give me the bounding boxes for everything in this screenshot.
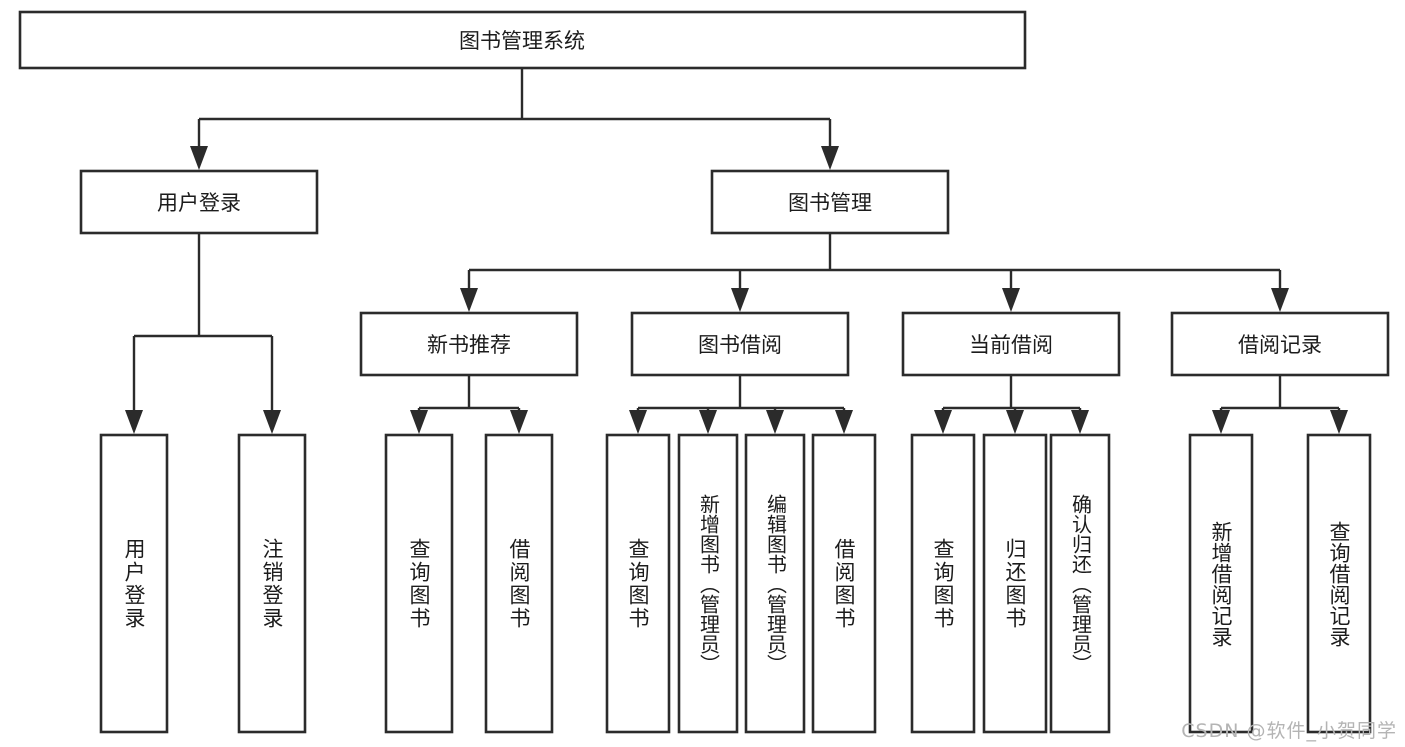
node-leaf-confirm-return-label: 确认归还（管理员） [1068,493,1093,674]
node-leaf-confirm-return[interactable]: 确认归还（管理员） [1051,435,1109,732]
node-leaf-borrow-book-2-rect[interactable] [811,433,877,734]
node-book-borrow[interactable]: 图书借阅 [630,311,850,377]
node-book-borrow-label: 图书借阅 [698,333,782,357]
node-leaf-add-book-rect[interactable] [677,433,739,734]
node-leaf-query-record[interactable]: 查询借阅记录 [1308,435,1370,732]
node-leaf-query-book-2[interactable]: 查询图书 [607,435,669,732]
node-user-login-rect[interactable] [79,169,319,235]
arrow-head-to-leaf-query-book-1 [410,410,428,434]
csdn-watermark: CSDN @软件_小贺同学 [1181,720,1397,742]
node-leaf-borrow-book-2[interactable]: 借阅图书 [813,435,875,732]
node-leaf-query-book-3-rect[interactable] [910,433,976,734]
node-leaf-add-record-rect[interactable] [1188,433,1254,734]
node-leaf-add-record[interactable]: 新增借阅记录 [1190,435,1252,732]
arrow-head-to-leaf-user-login [125,410,143,434]
node-borrow-record-rect[interactable] [1170,311,1390,377]
arrow-head-to-leaf-logout [263,410,281,434]
node-leaf-user-login[interactable]: 用户登录 [101,435,167,732]
node-leaf-user-login-rect[interactable] [99,433,169,734]
node-root-rect[interactable] [18,10,1027,70]
node-leaf-query-record-label: 查询借阅记录 [1327,520,1352,647]
node-current-borrow-label: 当前借阅 [969,333,1053,357]
node-borrow-record-label: 借阅记录 [1238,333,1322,357]
arrow-head-to-leaf-edit-book [766,410,784,434]
node-leaf-user-login-label: 用户登录 [122,537,147,630]
arrow-head-to-leaf-borrow-book-2 [835,410,853,434]
connector-group-book-borrow-children [629,375,853,434]
arrow-head-to-leaf-return-book [1006,410,1024,434]
arrow-head-to-leaf-confirm-return [1071,410,1089,434]
node-leaf-edit-book[interactable]: 编辑图书（管理员） [746,435,804,732]
arrow-head-to-leaf-borrow-book-1 [510,410,528,434]
connector-group-borrow-record-children [1212,375,1348,434]
node-leaf-query-book-3[interactable]: 查询图书 [912,435,974,732]
connector-group-book-management-children [460,233,1289,312]
node-leaf-query-book-2-label: 查询图书 [626,537,651,630]
node-leaf-logout-label: 注销登录 [260,537,285,630]
node-leaf-query-record-rect[interactable] [1306,433,1372,734]
node-leaf-return-book-label: 归还图书 [1003,537,1028,630]
arrow-head-to-book-borrow [731,288,749,312]
node-new-book-recommend[interactable]: 新书推荐 [359,311,579,377]
node-leaf-query-book-1-rect[interactable] [384,433,454,734]
node-leaf-edit-book-label: 编辑图书（管理员） [763,493,788,674]
node-leaf-borrow-book-2-label: 借阅图书 [832,537,857,630]
node-leaf-borrow-book-1-label: 借阅图书 [507,537,532,630]
node-book-management[interactable]: 图书管理 [710,169,950,235]
node-leaf-add-book[interactable]: 新增图书（管理员） [679,435,737,732]
node-root-label: 图书管理系统 [459,29,585,53]
arrow-head-to-leaf-query-record [1330,410,1348,434]
node-leaf-add-record-label: 新增借阅记录 [1209,520,1234,647]
node-new-book-recommend-label: 新书推荐 [427,333,511,357]
arrow-head-to-new-book-recommend [460,288,478,312]
node-book-management-rect[interactable] [710,169,950,235]
node-leaf-return-book-rect[interactable] [982,433,1048,734]
node-borrow-record[interactable]: 借阅记录 [1170,311,1390,377]
connector-group-user-login-children [125,233,281,434]
node-leaf-add-book-label: 新增图书（管理员） [696,493,721,674]
node-root-book-management-system[interactable]: 图书管理系统 [18,10,1027,70]
node-user-login-label: 用户登录 [157,191,241,215]
arrow-head-to-leaf-add-record [1212,410,1230,434]
node-new-book-recommend-rect[interactable] [359,311,579,377]
node-leaf-logout[interactable]: 注销登录 [239,435,305,732]
connector-group-current-borrow-children [934,375,1089,434]
node-user-login[interactable]: 用户登录 [79,169,319,235]
node-leaf-borrow-book-1-rect[interactable] [484,433,554,734]
connector-group-root-to-level2 [190,68,839,170]
arrow-head-to-leaf-query-book-2 [629,410,647,434]
node-leaf-confirm-return-rect[interactable] [1049,433,1111,734]
arrow-head-to-leaf-add-book [699,410,717,434]
node-current-borrow-rect[interactable] [901,311,1121,377]
node-leaf-query-book-1[interactable]: 查询图书 [386,435,452,732]
node-leaf-query-book-2-rect[interactable] [605,433,671,734]
node-leaf-query-book-1-label: 查询图书 [407,537,432,630]
node-book-borrow-rect[interactable] [630,311,850,377]
arrow-head-to-borrow-record [1271,288,1289,312]
arrow-head-to-user-login [190,146,208,170]
node-leaf-edit-book-rect[interactable] [744,433,806,734]
node-leaf-borrow-book-1[interactable]: 借阅图书 [486,435,552,732]
arrow-head-to-leaf-query-book-3 [934,410,952,434]
arrow-head-to-book-management [821,146,839,170]
connector-group-new-book-recommend-children [410,375,528,434]
node-current-borrow[interactable]: 当前借阅 [901,311,1121,377]
node-leaf-logout-rect[interactable] [237,433,307,734]
node-leaf-return-book[interactable]: 归还图书 [984,435,1046,732]
node-book-management-label: 图书管理 [788,191,872,215]
node-leaf-query-book-3-label: 查询图书 [931,537,956,630]
arrow-head-to-current-borrow [1002,288,1020,312]
